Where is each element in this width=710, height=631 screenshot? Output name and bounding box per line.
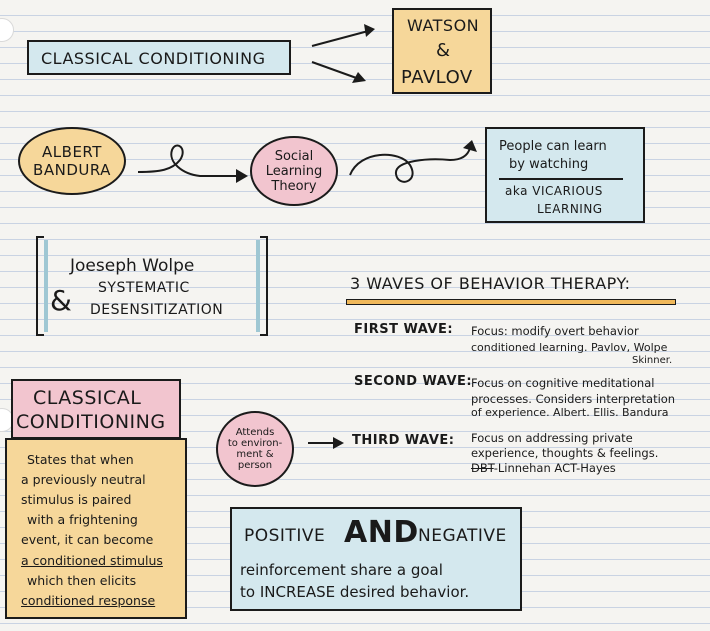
classical-conditioning-card: States that when a previously neutral st… <box>5 438 187 619</box>
attends-line3: ment & <box>236 449 274 460</box>
theory-label: Theory <box>271 178 317 194</box>
left-bracket <box>36 236 44 336</box>
attends-ellipse: Attends to environ- ment & person <box>216 411 294 487</box>
third-wave-line3: DBT-Linnehan ACT-Hayes <box>471 461 616 475</box>
pavlov-label: PAVLOV <box>401 67 473 88</box>
classical-conditioning-label: CLASSICAL CONDITIONING <box>41 49 266 68</box>
wolpe-section: Joeseph Wolpe & SYSTEMATIC DESENSITIZATI… <box>36 236 272 338</box>
card-line-1: States that when <box>27 452 134 467</box>
second-wave-line3: of experience. Albert. Ellis. Bandura <box>471 406 669 419</box>
first-wave-label: FIRST WAVE: <box>354 322 454 337</box>
third-wave-line2: experience, thoughts & feelings. <box>471 446 659 460</box>
card-line-7: which then elicits <box>27 573 137 588</box>
learning-label: LEARNING <box>537 202 603 216</box>
second-wave-line2: processes. Considers interpretation <box>471 392 676 406</box>
vicarious-learning-box: People can learn by watching aka VICARIO… <box>485 127 645 223</box>
by-watching-label: by watching <box>509 157 589 172</box>
right-bracket <box>260 236 268 336</box>
classical-conditioning-box: CLASSICAL CONDITIONING <box>27 40 291 75</box>
second-wave-line1: Focus on cognitive meditational <box>471 376 655 390</box>
aka-vicarious-label: aka VICARIOUS <box>505 184 603 198</box>
and-label: AND <box>344 515 419 550</box>
dbt-strikethrough: DBT <box>471 461 494 475</box>
card-heading-classical: CLASSICAL <box>33 387 142 409</box>
waves-title-underline <box>346 299 676 305</box>
negative-label: NEGATIVE <box>418 526 507 546</box>
reinforcement-box: POSITIVE AND NEGATIVE reinforcement shar… <box>230 507 522 611</box>
wolpe-name-label: Joeseph Wolpe <box>70 256 195 276</box>
card-line-5: event, it can become <box>21 532 154 547</box>
classical-conditioning-card-heading: CLASSICAL CONDITIONING <box>11 379 181 439</box>
third-wave-line3-rest: -Linnehan ACT-Hayes <box>493 461 616 475</box>
social-label: Social <box>274 148 314 164</box>
first-wave-line3: Skinner. <box>632 355 673 366</box>
second-wave-label: SECOND WAVE: <box>354 374 473 389</box>
card-heading-conditioning: CONDITIONING <box>16 411 166 433</box>
albert-bandura-ellipse: ALBERT BANDURA <box>18 127 126 195</box>
social-learning-theory-ellipse: Social Learning Theory <box>250 136 338 206</box>
reinforcement-line3: to INCREASE desired behavior. <box>240 583 470 601</box>
watson-label: WATSON <box>407 16 480 35</box>
left-bracket-blue <box>44 240 48 332</box>
attends-line1: Attends <box>235 427 275 438</box>
bandura-label: BANDURA <box>33 161 111 179</box>
positive-label: POSITIVE <box>244 526 326 546</box>
third-wave-label: THIRD WAVE: <box>352 433 455 448</box>
card-line-3: stimulus is paired <box>21 492 132 507</box>
attends-line4: person <box>237 460 273 471</box>
first-wave-line2: conditioned learning. Pavlov, Wolpe <box>471 341 668 354</box>
ampersand-label: & <box>436 40 451 61</box>
desensitization-label: DESENSITIZATION <box>90 302 224 318</box>
wolpe-ampersand: & <box>50 284 72 317</box>
card-line-6: a conditioned stimulus <box>21 553 163 568</box>
albert-label: ALBERT <box>42 143 102 161</box>
systematic-label: SYSTEMATIC <box>98 280 190 296</box>
divider <box>499 178 623 180</box>
waves-title: 3 WAVES OF BEHAVIOR THERAPY: <box>350 274 631 293</box>
reinforcement-line2: reinforcement share a goal <box>240 561 443 579</box>
third-wave-line1: Focus on addressing private <box>471 431 633 445</box>
attends-line2: to environ- <box>227 438 283 449</box>
card-line-2: a previously neutral <box>21 472 146 487</box>
watson-pavlov-box: WATSON & PAVLOV <box>392 8 492 94</box>
card-line-8: conditioned response <box>21 593 156 608</box>
first-wave-line1: Focus: modify overt behavior <box>471 324 639 338</box>
right-bracket-blue <box>256 240 260 332</box>
people-can-learn-label: People can learn <box>499 139 607 154</box>
card-line-4: with a frightening <box>27 512 138 527</box>
learning-label: Learning <box>265 163 323 179</box>
